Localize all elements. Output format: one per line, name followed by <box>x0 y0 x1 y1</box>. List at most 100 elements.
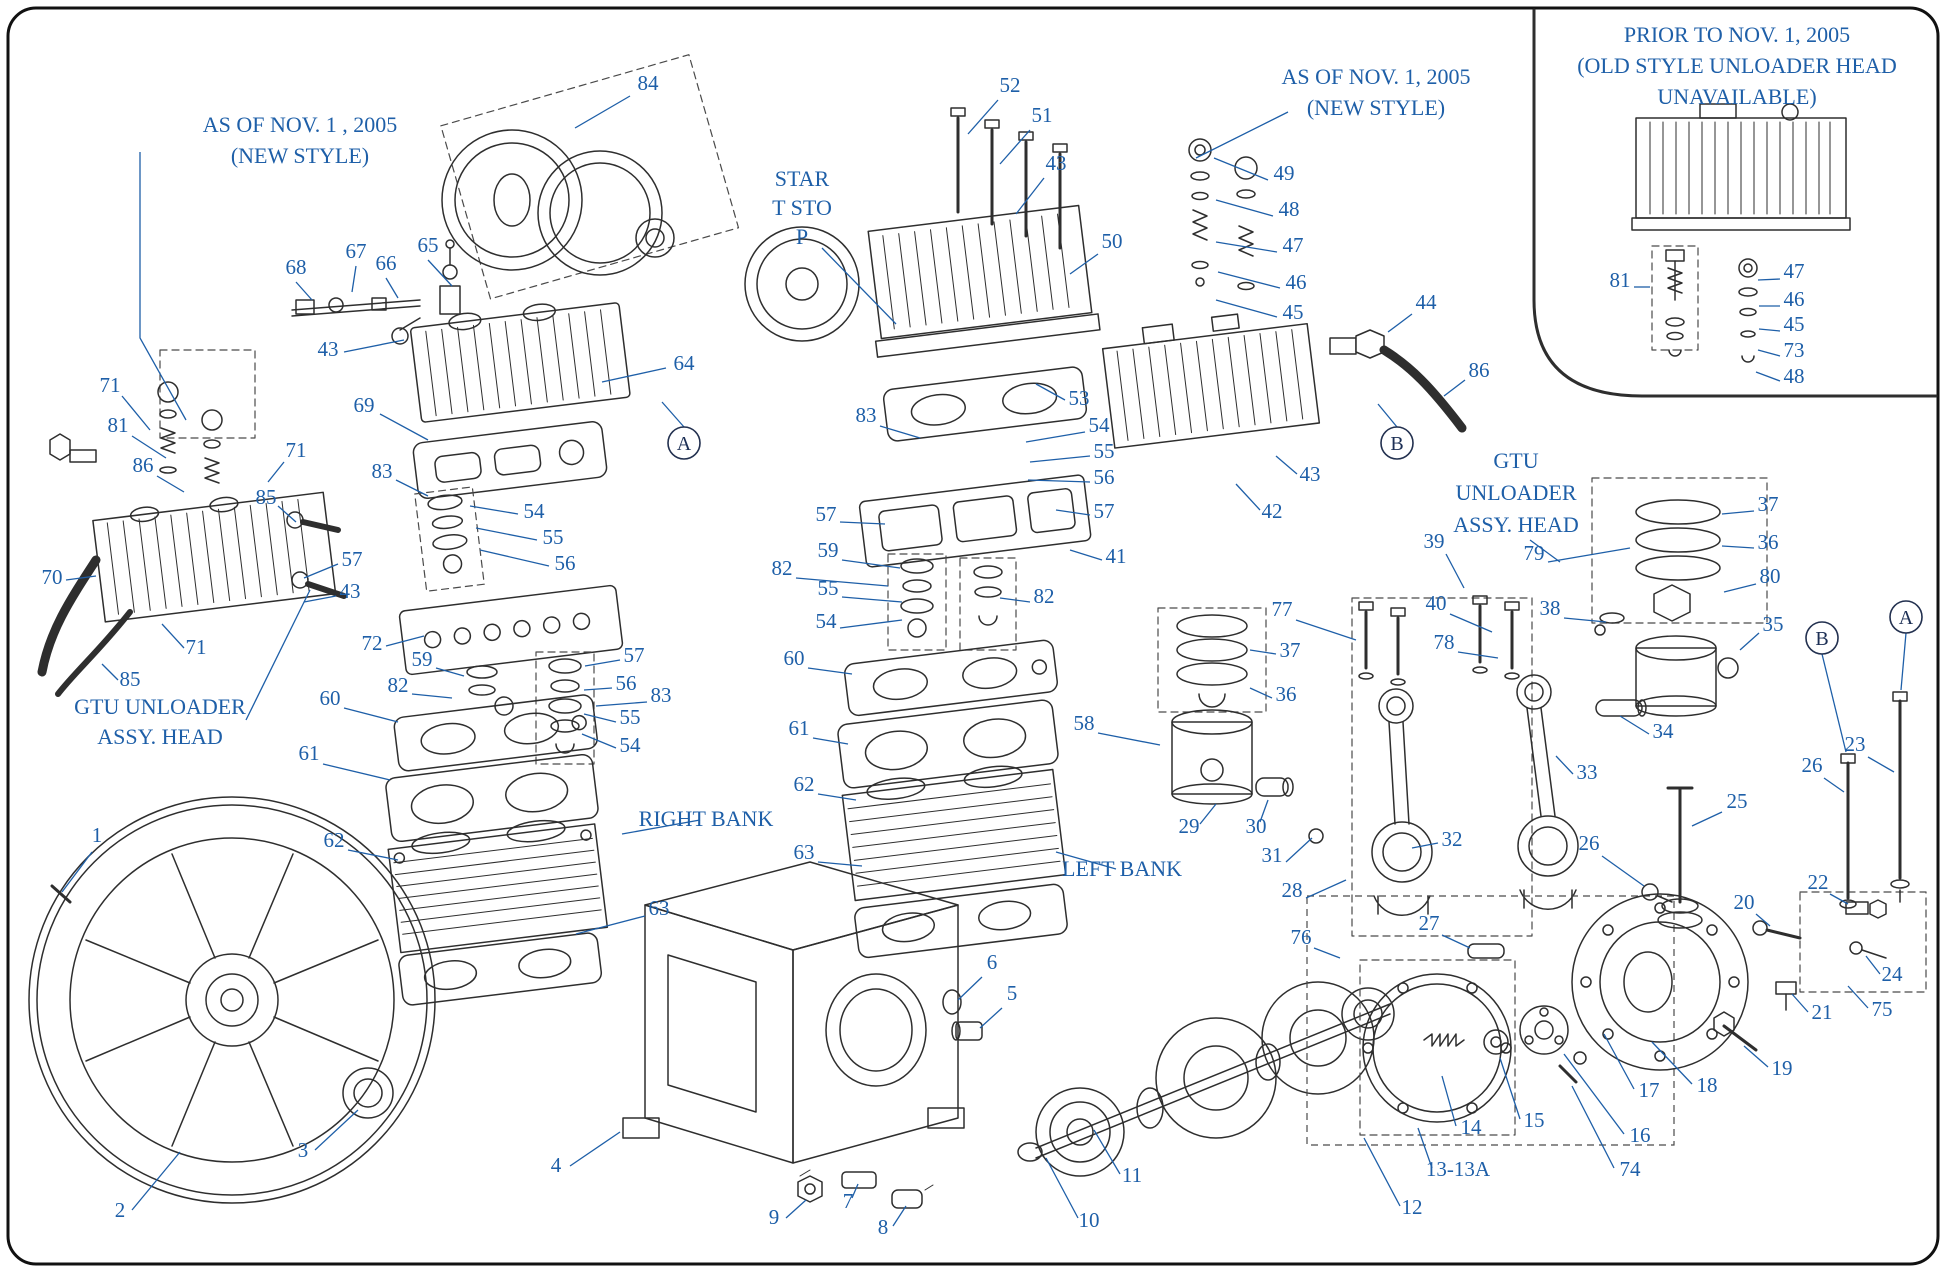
callout-54: 54 <box>1089 413 1111 437</box>
leader-line <box>1603 1033 1635 1090</box>
left-head-block <box>92 491 337 623</box>
leader-line <box>295 281 313 301</box>
callout-80: 80 <box>1760 564 1781 588</box>
leader-line <box>65 575 97 581</box>
callout-26: 26 <box>1802 753 1823 777</box>
callout-23: 23 <box>1845 732 1866 756</box>
leader-line <box>1027 479 1091 483</box>
leader-line <box>1055 509 1091 516</box>
callout-65: 65 <box>418 233 439 257</box>
svg-text:A: A <box>1899 607 1914 629</box>
callout-41: 41 <box>1106 544 1127 568</box>
callout-19: 19 <box>1772 1056 1793 1080</box>
leader-line <box>1847 985 1869 1009</box>
leader-line <box>581 733 617 749</box>
callout-55: 55 <box>620 705 641 729</box>
callout-51: 51 <box>1032 103 1053 127</box>
leader-line <box>661 401 685 428</box>
leader-line <box>1721 510 1755 515</box>
balloon-A: A <box>667 426 701 460</box>
leader-line <box>807 667 853 675</box>
callout-83: 83 <box>856 403 877 427</box>
right-bank-label: RIGHT BANK <box>639 806 774 831</box>
leader-line <box>601 367 667 383</box>
connecting-rods <box>1351 595 1579 937</box>
leader-line <box>303 595 337 603</box>
balloon-B: B <box>1380 426 1414 460</box>
callout-59: 59 <box>818 538 839 562</box>
leader-line <box>1829 893 1849 905</box>
callout-59: 59 <box>412 647 433 671</box>
callout-85: 85 <box>256 485 277 509</box>
leader-line <box>1235 483 1261 511</box>
callout-40: 40 <box>1426 591 1447 615</box>
leader-line <box>1215 299 1278 318</box>
callout-84: 84 <box>638 71 660 95</box>
leader-line <box>1259 799 1269 823</box>
callout-56: 56 <box>555 551 576 575</box>
leader-line <box>575 915 646 935</box>
leader-line <box>322 763 391 781</box>
callout-57: 57 <box>624 643 645 667</box>
callout-55: 55 <box>543 525 564 549</box>
leader-line <box>892 1205 907 1227</box>
note-new-style-left: AS OF NOV. 1 , 2005(NEW STYLE) <box>203 112 398 168</box>
callout-26: 26 <box>1579 831 1600 855</box>
discharge-elbow <box>1329 329 1467 433</box>
leader-line <box>999 129 1031 165</box>
callout-39: 39 <box>1424 529 1445 553</box>
leader-line <box>1721 545 1755 549</box>
leader-line <box>1015 177 1045 215</box>
callout-36: 36 <box>1758 530 1779 554</box>
callout-71: 71 <box>286 438 307 462</box>
gasket-60 <box>393 694 598 772</box>
gasket-63b <box>854 883 1068 959</box>
leader-line <box>1499 1057 1521 1120</box>
leader-line <box>1547 547 1631 563</box>
leader-line <box>1757 278 1781 281</box>
leader-line <box>821 247 897 325</box>
left-bank-stack <box>837 366 1092 959</box>
leader-line <box>385 635 425 647</box>
crankcase-drawing <box>622 861 983 1209</box>
bearing-carrier-group <box>1306 691 1927 1146</box>
leader-line <box>1755 371 1781 382</box>
intake-filter <box>744 226 860 342</box>
leader-line <box>1069 549 1103 561</box>
gasket-61 <box>385 753 599 843</box>
leader-line <box>139 152 187 421</box>
leader-line <box>1195 111 1289 159</box>
unloader-tube <box>291 239 461 345</box>
leader-line <box>979 1007 1003 1029</box>
callout-43: 43 <box>318 337 339 361</box>
leader-line <box>1529 539 1561 563</box>
leader-line <box>131 435 167 459</box>
leader-line <box>1441 934 1471 949</box>
leader-line <box>851 1183 859 1199</box>
callout-81: 81 <box>1610 268 1631 292</box>
inset-old-style-head <box>1631 103 1851 363</box>
leader-line <box>1045 1157 1079 1219</box>
callout-82: 82 <box>388 673 409 697</box>
callout-66: 66 <box>376 251 397 275</box>
callout-63: 63 <box>794 840 815 864</box>
center-head-assembly <box>744 107 1101 358</box>
callout-36: 36 <box>1276 682 1297 706</box>
leader-line <box>1387 313 1413 333</box>
callout-13-13A: 13-13A <box>1426 1157 1491 1181</box>
leader-line <box>1723 583 1757 593</box>
callout-47: 47 <box>1283 233 1304 257</box>
callout-83: 83 <box>651 683 672 707</box>
callout-10: 10 <box>1079 1208 1100 1232</box>
callout-17: 17 <box>1639 1078 1660 1102</box>
center-head-block <box>867 204 1101 358</box>
callout-47: 47 <box>1784 259 1805 283</box>
leader-line <box>967 99 999 135</box>
right-head-64 <box>410 302 631 423</box>
callout-37: 37 <box>1758 492 1779 516</box>
leader-line <box>1055 851 1117 870</box>
leader-line <box>621 819 701 835</box>
leader-line <box>999 597 1031 603</box>
crankshaft-assembly <box>1017 981 1395 1177</box>
right-head-block <box>1101 313 1321 449</box>
